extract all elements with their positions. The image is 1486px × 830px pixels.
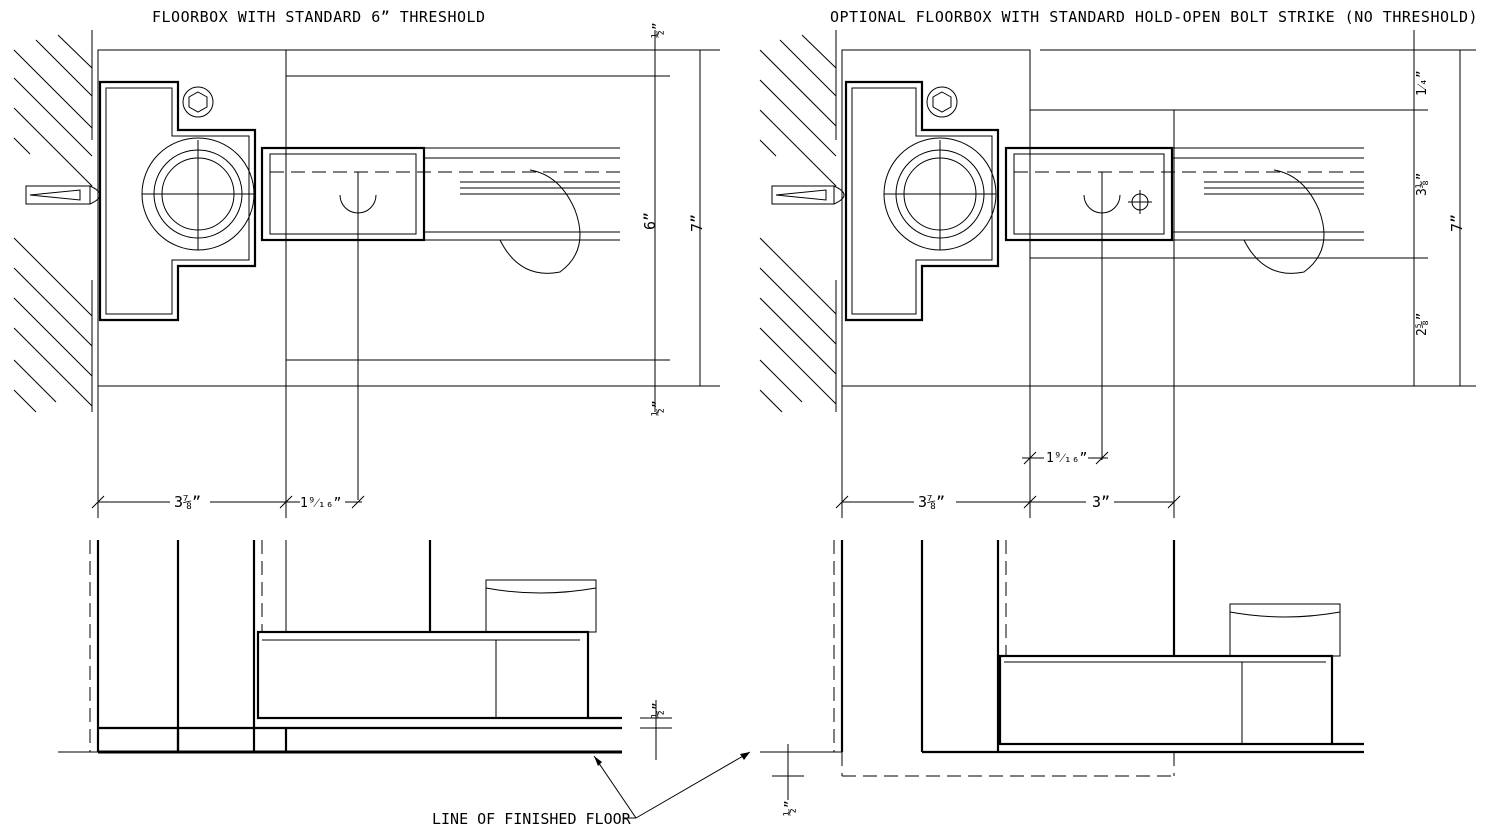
right-dim-offset: 1⁹⁄₁₆”: [1046, 451, 1087, 466]
right-pivot-profile: [844, 80, 1000, 322]
left-door-rail: [260, 146, 426, 242]
left-title: FLOORBOX WITH STANDARD 6” THRESHOLD: [152, 8, 486, 26]
finished-floor-callout: LINE OF FINISHED FLOOR: [432, 751, 751, 828]
left-dim-top-half: ½”: [651, 22, 666, 38]
left-floorbox-outline: [97, 49, 287, 387]
right-anchor-icon: [771, 185, 835, 205]
left-dim-six: 6”: [641, 212, 659, 230]
right-dim-quarter: 1⁄₄”: [1415, 70, 1430, 96]
left-dim-bottom-half: ½”: [651, 400, 666, 416]
right-dim-width-b: 3”: [1092, 493, 1110, 511]
right-strike-plate: [998, 654, 1334, 746]
left-dim-width-b: 1⁹⁄₁₆”: [300, 496, 341, 511]
left-door-swing: [499, 169, 581, 274]
right-elevation-view: ½”: [760, 540, 1364, 816]
finished-floor-label: LINE OF FINISHED FLOOR: [432, 810, 632, 828]
left-pivot-profile: [98, 80, 257, 322]
left-dim-elev-half: ½”: [651, 702, 666, 718]
right-floorbox-outline: [841, 49, 1031, 387]
right-dim-width-a: 3⅞”: [918, 493, 945, 511]
right-plan-view: 1⁄₄” 3⅛” 2⅝” 7” 1⁹⁄₁₆” 3⅞” 3”: [759, 30, 1476, 518]
left-bolt-icon: [182, 86, 214, 118]
right-door-rail: [1004, 146, 1174, 242]
right-door-swing: [1243, 169, 1325, 274]
right-dim-elev-half: ½”: [783, 800, 798, 816]
left-dim-width-a: 3⅞”: [174, 493, 201, 511]
left-dim-seven: 7”: [688, 214, 706, 232]
left-wall-hatch: [13, 30, 93, 413]
left-threshold: [256, 630, 590, 720]
left-elevation-view: ½”: [58, 540, 672, 760]
right-wall-hatch: [759, 30, 837, 413]
right-dim-seven: 7”: [1448, 214, 1466, 232]
right-dim-two-five: 2⅝”: [1415, 313, 1430, 336]
right-bolt-icon: [926, 86, 958, 118]
left-bolt-housing: [485, 579, 597, 633]
right-title: OPTIONAL FLOORBOX WITH STANDARD HOLD-OPE…: [830, 8, 1478, 26]
left-plan-view: ½” 6” 7” ½” 3⅞” 1⁹⁄₁₆”: [13, 22, 720, 518]
right-bolt-housing: [1229, 603, 1341, 657]
right-dim-three-eighth: 3⅛”: [1415, 173, 1430, 196]
